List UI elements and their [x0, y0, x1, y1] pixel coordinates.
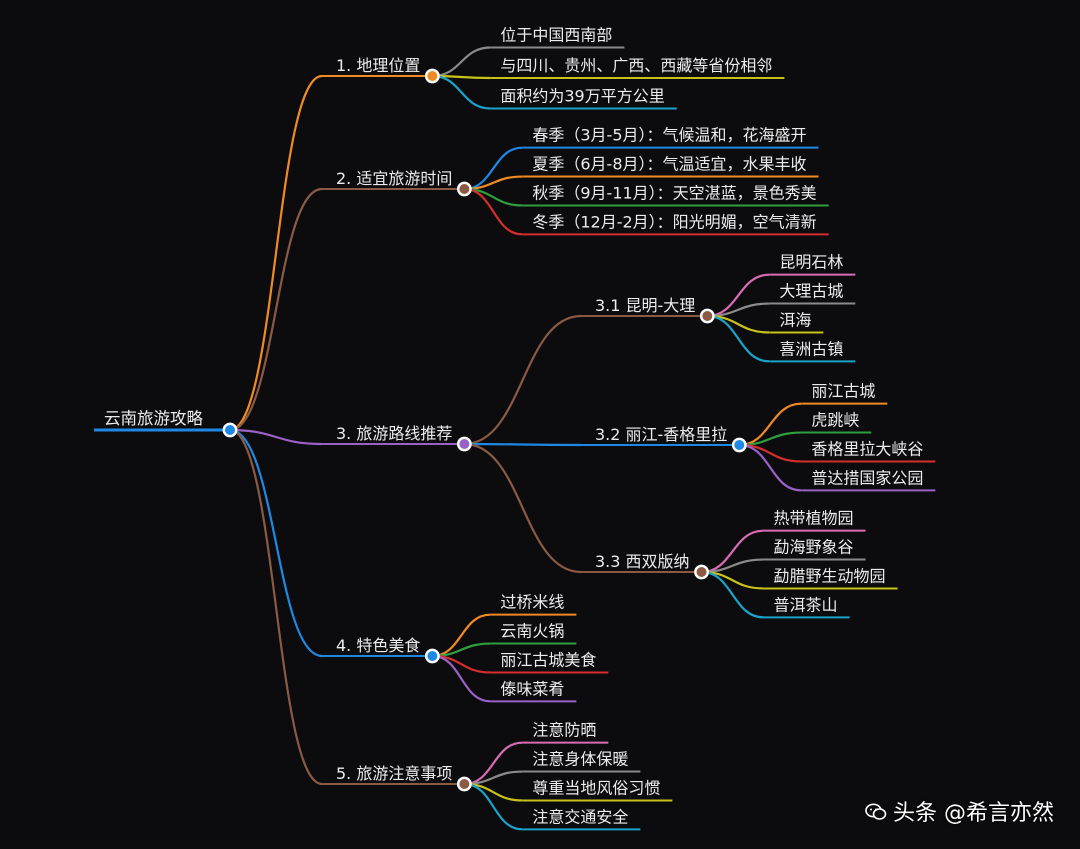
branch-label-2: 2. 适宜旅游时间 — [336, 169, 452, 188]
route-edge — [464, 442, 582, 447]
leaf-label: 注意防晒 — [532, 721, 596, 740]
leaf-label: 勐腊野生动物园 — [774, 566, 886, 585]
leaf-label: 冬季（12月-2月）：阳光明媚，空气清新 — [532, 212, 816, 231]
leaf-edge — [464, 187, 523, 236]
route-edge — [464, 442, 582, 574]
leaf-label: 丽江古城 — [811, 382, 875, 401]
branch-node-2[interactable] — [456, 181, 472, 197]
branch-node-5[interactable] — [456, 776, 472, 792]
leaf-label: 注意身体保暖 — [532, 750, 628, 769]
route-node[interactable] — [694, 564, 709, 580]
branch-node-1[interactable] — [424, 68, 440, 84]
leaf-edge — [432, 654, 491, 703]
leaf-label: 洱海 — [779, 310, 811, 329]
branch-label-5: 5. 旅游注意事项 — [336, 764, 452, 783]
branch-node-3[interactable] — [456, 436, 472, 452]
leaf-label: 秋季（9月-11月）：天空湛蓝，景色秀美 — [532, 183, 816, 202]
leaf-label: 大理古城 — [779, 282, 843, 301]
root-node[interactable] — [222, 422, 238, 438]
leaf-label: 普洱茶山 — [774, 595, 838, 614]
wechat-icon — [865, 802, 887, 820]
watermark-text: 头条 @希言亦然 — [893, 801, 1054, 826]
leaf-edge — [432, 46, 491, 78]
branch-edge-5 — [229, 428, 323, 786]
branch-label-3: 3. 旅游路线推荐 — [336, 424, 452, 443]
leaf-label: 香格里拉大峡谷 — [811, 439, 923, 458]
leaf-label: 普达措国家公园 — [811, 468, 923, 487]
leaf-label: 夏季（6月-8月）：气温适宜，水果丰收 — [532, 155, 806, 174]
leaf-label: 面积约为39万平方公里 — [500, 86, 664, 105]
nodes-layer — [222, 68, 747, 792]
leaf-edge — [701, 570, 764, 619]
route-label: 3.2 丽江-香格里拉 — [595, 425, 727, 444]
leaf-edge — [464, 782, 523, 831]
branch-edge-4 — [229, 428, 323, 658]
watermark: 头条 @希言亦然 — [865, 795, 1054, 827]
leaf-edge — [707, 314, 770, 363]
route-node[interactable] — [731, 437, 747, 453]
underline-layer — [94, 46, 936, 831]
route-label: 3.3 西双版纳 — [595, 552, 690, 571]
branch-edge-3 — [229, 428, 323, 446]
branch-label-1: 1. 地理位置 — [336, 56, 420, 75]
leaf-label: 喜洲古镇 — [779, 339, 843, 358]
edges-layer — [229, 46, 802, 831]
route-node[interactable] — [699, 308, 715, 324]
leaf-edge — [739, 443, 802, 492]
branch-node-4[interactable] — [424, 648, 440, 664]
leaf-label: 虎跳峡 — [811, 411, 859, 430]
route-label: 3.1 昆明-大理 — [595, 296, 695, 315]
leaf-label: 过桥米线 — [500, 593, 564, 612]
leaf-label: 热带植物园 — [774, 509, 854, 528]
leaf-label: 勐海野象谷 — [774, 538, 854, 557]
leaf-label: 云南火锅 — [500, 622, 564, 641]
branch-edge-2 — [229, 187, 323, 432]
leaf-label: 尊重当地风俗习惯 — [532, 778, 660, 797]
leaf-label: 春季（3月-5月）：气候温和，花海盛开 — [532, 126, 806, 145]
branch-label-4: 4. 特色美食 — [336, 636, 420, 655]
labels-layer: 云南旅游攻略 1. 地理位置 位于中国西南部与四川、贵州、广西、西藏等省份相邻面积约… — [104, 26, 923, 827]
leaf-label: 与四川、贵州、广西、西藏等省份相邻 — [500, 56, 772, 75]
leaf-label: 丽江古城美食 — [500, 650, 596, 669]
route-edge — [464, 314, 582, 446]
leaf-label: 昆明石林 — [779, 253, 843, 272]
root-label: 云南旅游攻略 — [104, 409, 204, 428]
leaf-label: 傣味菜肴 — [500, 679, 564, 698]
leaf-edge — [432, 74, 491, 110]
leaf-label: 位于中国西南部 — [500, 26, 612, 45]
leaf-label: 注意交通安全 — [532, 807, 628, 826]
branch-edge-1 — [229, 74, 323, 432]
